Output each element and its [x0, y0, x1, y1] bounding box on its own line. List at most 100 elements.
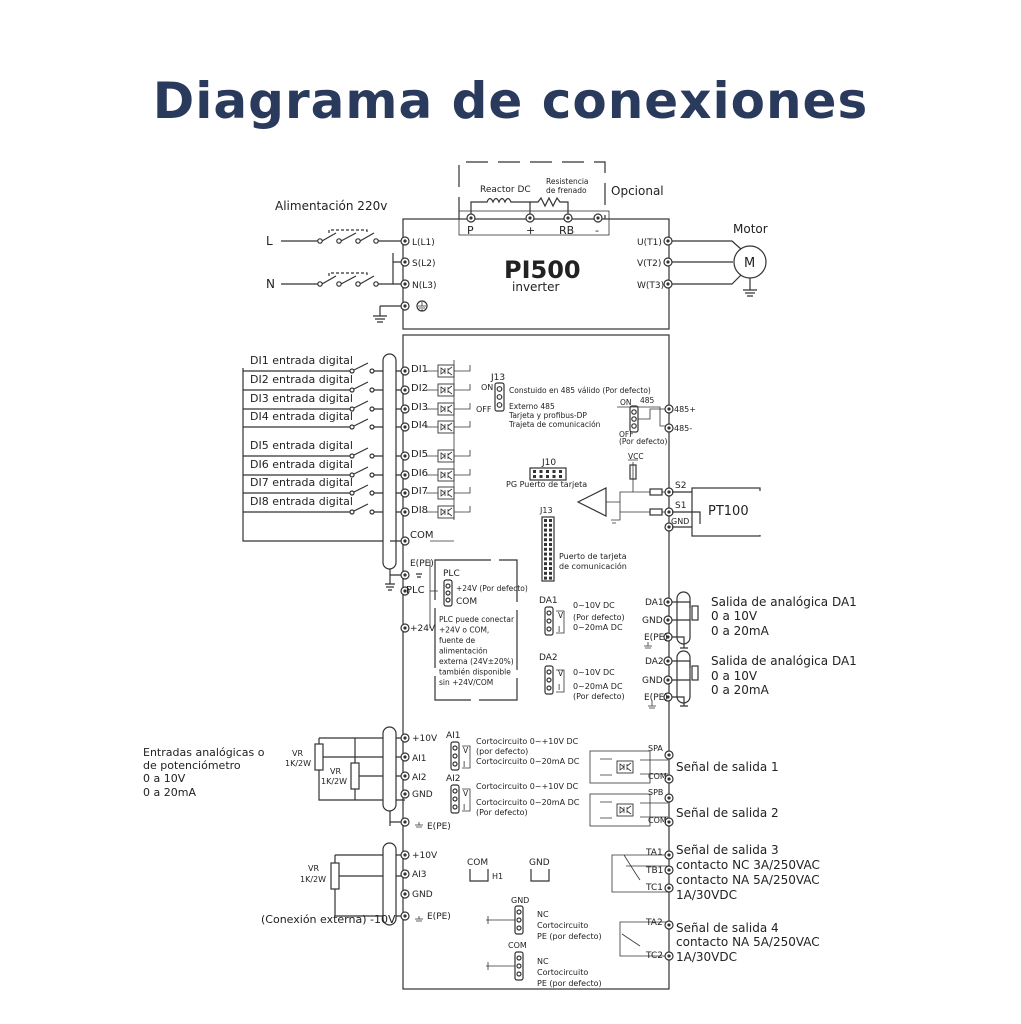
svg-text:0 a 10V: 0 a 10V [711, 669, 758, 683]
svg-text:PLC: PLC [443, 569, 460, 579]
svg-text:V: V [463, 746, 469, 755]
digital-input-terminal: DI2 [411, 383, 428, 394]
svg-text:(Por defecto): (Por defecto) [573, 613, 625, 622]
svg-text:H1: H1 [492, 872, 503, 881]
v24-terminal: +24V [410, 624, 436, 634]
optocoupler-icon [437, 486, 455, 500]
reactor-dc-icon [470, 197, 531, 214]
svg-text:PE (por defecto): PE (por defecto) [537, 979, 602, 988]
analog-shield [382, 726, 397, 812]
svg-text:VR: VR [292, 749, 303, 758]
svg-text:Cortocircuito 0~20mA DC: Cortocircuito 0~20mA DC [476, 798, 580, 807]
input-l2: S(L2) [412, 259, 435, 269]
svg-text:Externo 485: Externo 485 [509, 402, 555, 411]
optocoupler-icon [437, 505, 455, 519]
comm-connector [541, 516, 555, 582]
line-n-label: N [266, 277, 275, 291]
svg-text:1A/30VDC: 1A/30VDC [676, 950, 737, 964]
svg-text:1K/2W: 1K/2W [285, 759, 311, 768]
svg-text:0~20mA DC: 0~20mA DC [573, 682, 623, 691]
svg-text:NC: NC [537, 910, 549, 919]
svg-text:COM: COM [648, 816, 667, 825]
digital-input-terminal: DI1 [411, 364, 428, 375]
svg-text:AI3: AI3 [412, 870, 427, 880]
digital-input-terminal: DI5 [411, 449, 428, 460]
com-terminal: COM [410, 530, 433, 541]
svg-text:485: 485 [640, 396, 655, 405]
svg-text:Cortocircuito 0~+10V DC: Cortocircuito 0~+10V DC [476, 737, 579, 746]
da2-section: DA2 V I 0~10V DC 0~20mA DC (Por defecto)… [539, 650, 857, 709]
output-t1: U(T1) [637, 238, 662, 248]
svg-text:AI1: AI1 [446, 731, 461, 741]
da2-desc-1: Salida de analógica DA1 [711, 654, 857, 668]
plc-note-line: +24V o COM, [439, 626, 489, 635]
svg-text:DA1: DA1 [645, 598, 664, 608]
potentiometer-2-icon [350, 762, 360, 790]
plc-note-line: PLC puede conectar [439, 615, 515, 624]
breaker-n [281, 275, 405, 285]
s1-terminal: S1 [675, 501, 686, 511]
signal-output-2: Señal de salida 2 [676, 806, 779, 820]
svg-text:SPA: SPA [648, 744, 663, 753]
svg-text:(por defecto): (por defecto) [476, 747, 528, 756]
inverter-name: PI500 [504, 256, 581, 284]
dc-label-plus: + [526, 224, 535, 237]
svg-text:contacto NA 5A/250VAC: contacto NA 5A/250VAC [676, 935, 820, 949]
da1-shield [676, 591, 691, 645]
svg-text:GND: GND [642, 676, 663, 686]
svg-text:I: I [463, 803, 465, 812]
digital-input-terminal: DI4 [411, 420, 428, 431]
plc-note-line: externa (24V±20%) [439, 657, 514, 666]
pg-section: J10 PG Puerto de tarjeta VCC S2 S1 GND P… [506, 452, 768, 537]
svg-text:1A/30VDC: 1A/30VDC [676, 888, 737, 902]
svg-text:GND: GND [529, 858, 550, 868]
svg-text:GND: GND [642, 616, 663, 626]
svg-text:Cortocircuito 0~+10V DC: Cortocircuito 0~+10V DC [476, 782, 579, 791]
optocoupler-icon [437, 468, 455, 482]
svg-text:(Por defecto): (Por defecto) [573, 692, 625, 701]
svg-text:V: V [463, 789, 469, 798]
svg-text:Trajeta de comunicación: Trajeta de comunicación [508, 420, 601, 429]
digital-input-label: DI2 entrada digital [250, 373, 353, 386]
braking-resistor-icon [530, 196, 569, 214]
optional-box [458, 161, 606, 219]
svg-text:Puerto de tarjeta: Puerto de tarjeta [559, 552, 627, 561]
svg-text:I: I [558, 683, 560, 692]
svg-text:E(PE): E(PE) [644, 693, 668, 703]
svg-text:Cortocircuito 0~20mA DC: Cortocircuito 0~20mA DC [476, 757, 580, 766]
optional-label: Opcional [611, 184, 664, 198]
j13-top-name: J13 [490, 373, 505, 383]
svg-text:E(PE): E(PE) [427, 912, 451, 922]
resistor-label-1: Resistencia [546, 177, 589, 186]
digital-input-terminal: DI8 [411, 505, 428, 516]
svg-text:contacto NA 5A/250VAC: contacto NA 5A/250VAC [676, 873, 820, 887]
h1-section: COM GND H1 [467, 858, 550, 882]
inverter-power-box [402, 218, 670, 330]
power-section: Opcional P + RB - Reactor DC Resistencia… [266, 161, 768, 330]
optocoupler-icon [437, 402, 455, 416]
analog-inputs: Entradas analógicas o de potenciómetro 0… [143, 726, 580, 832]
digital-input-label: DI5 entrada digital [250, 439, 353, 452]
optocoupler-icon [437, 420, 455, 434]
inverter-control-box [402, 334, 670, 990]
epe-terminal: E(PE) [410, 559, 434, 569]
svg-text:I: I [463, 760, 465, 769]
svg-text:0 a 20mA: 0 a 20mA [143, 786, 196, 799]
shield-cable [382, 353, 397, 570]
signal-outputs: SPA COM Señal de salida 1 SPB COM Señal … [589, 744, 779, 827]
digital-input-label: DI7 entrada digital [250, 476, 353, 489]
svg-text:GND: GND [412, 890, 433, 900]
svg-text:(Por defecto): (Por defecto) [476, 808, 528, 817]
optocoupler-icon [437, 449, 455, 463]
svg-text:0~20mA DC: 0~20mA DC [573, 623, 623, 632]
svg-text:NC: NC [537, 957, 549, 966]
svg-text:+10V: +10V [412, 851, 438, 861]
svg-text:GND: GND [511, 896, 529, 905]
svg-text:Entradas analógicas o: Entradas analógicas o [143, 746, 265, 759]
svg-text:SPB: SPB [648, 788, 663, 797]
digital-input-label: DI1 entrada digital [250, 354, 353, 367]
